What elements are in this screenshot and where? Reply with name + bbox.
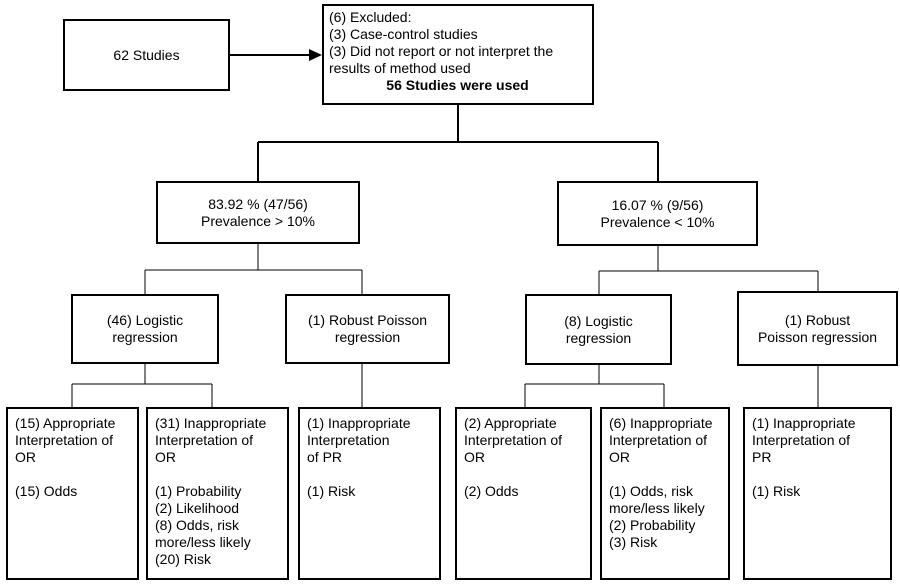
leaf-heading: OR [464,449,485,465]
leaf-item: more/less likely [155,534,251,550]
low-prevalence-percent: 16.07 % (9/56) [611,196,704,213]
leaf-item: (20) Risk [155,551,212,567]
leaf-heading: OR [155,449,176,465]
leaf-heading: of PR [307,449,343,465]
high-inappropriate-or-box: (31) Inappropriate Interpretation of OR … [146,407,289,580]
low-logistic-count: (8) Logistic [564,312,633,329]
start-studies-label: 62 Studies [113,46,180,63]
low-prevalence-box: 16.07 % (9/56) Prevalence < 10% [557,181,758,246]
high-prevalence-label: Prevalence > 10% [200,212,316,229]
exclusion-line: results of method used [329,60,471,76]
leaf-heading: (1) Inappropriate [307,415,411,431]
high-logistic-label: regression [112,329,178,345]
low-logistic-label: regression [565,329,632,346]
leaf-heading: (6) Inappropriate [609,415,713,431]
exclusion-line: (6) Excluded: [329,9,412,25]
leaf-item: (8) Odds, risk [155,517,240,533]
leaf-heading: (1) Inappropriate [752,415,856,431]
leaf-heading: Interpretation [307,432,390,448]
low-poisson-count: (1) Robust [784,311,851,328]
leaf-heading: Interpretation of [752,432,851,448]
start-studies-box: 62 Studies [63,19,230,91]
low-appropriate-or-box: (2) Appropriate Interpretation of OR (2)… [455,407,592,580]
low-logistic-box: (8) Logistic regression [525,294,672,365]
high-logistic-count: (46) Logistic [106,312,184,328]
high-poisson-pr-box: (1) Inappropriate Interpretation of PR (… [298,407,441,580]
leaf-item: (1) Probability [155,483,242,499]
exclusion-box: (6) Excluded: (3) Case-control studies (… [322,4,594,105]
low-poisson-box: (1) Robust Poisson regression [737,291,898,366]
arrow-head [309,49,322,61]
studies-used-total: 56 Studies were used [386,77,529,93]
high-prevalence-percent: 83.92 % (47/56) [208,195,308,212]
leaf-heading: Interpretation of [609,432,708,448]
leaf-heading: OR [609,449,630,465]
leaf-item: (1) Odds, risk [609,483,694,499]
leaf-item: (3) Risk [609,534,658,550]
leaf-heading: (2) Appropriate [464,415,557,431]
high-appropriate-or-box: (15) Appropriate Interpretation of OR (1… [6,407,139,580]
leaf-heading: (31) Inappropriate [155,415,267,431]
exclusion-line: (3) Did not report or not interpret the [329,43,554,59]
low-poisson-label: Poisson regression [757,328,878,345]
leaf-heading: Interpretation of [155,432,254,448]
leaf-item: (1) Risk [307,483,356,499]
leaf-heading: (15) Appropriate [15,415,116,431]
leaf-item: (2) Odds [464,483,519,499]
low-prevalence-label: Prevalence < 10% [600,213,715,230]
high-poisson-label: regression [334,329,401,345]
high-prevalence-box: 83.92 % (47/56) Prevalence > 10% [156,181,360,244]
leaf-item: (2) Probability [609,517,696,533]
leaf-heading: PR [752,449,772,465]
high-poisson-box: (1) Robust Poisson regression [285,294,450,364]
leaf-heading: Interpretation of [15,432,114,448]
exclusion-line: (3) Case-control studies [329,26,478,42]
low-poisson-pr-box: (1) Inappropriate Interpretation of PR (… [743,407,892,580]
leaf-item: (2) Likelihood [155,500,240,516]
leaf-heading: OR [15,449,36,465]
leaf-item: more/less likely [609,500,705,516]
high-poisson-count: (1) Robust Poisson [307,312,428,328]
high-logistic-box: (46) Logistic regression [71,294,219,364]
leaf-item: (15) Odds [15,483,78,499]
leaf-item: (1) Risk [752,483,801,499]
low-inappropriate-or-box: (6) Inappropriate Interpretation of OR (… [600,407,730,580]
leaf-heading: Interpretation of [464,432,563,448]
